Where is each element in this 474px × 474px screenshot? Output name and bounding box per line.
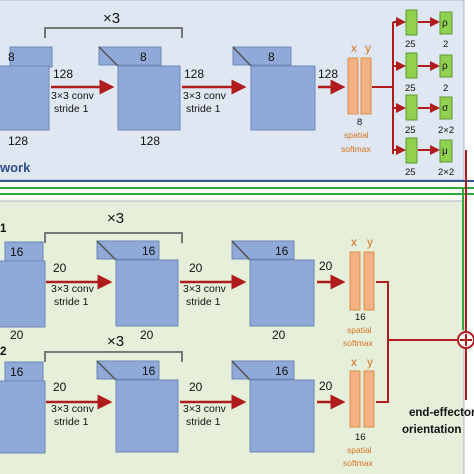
top-head-rho-2: ρ 25 2 (405, 52, 453, 94)
top-map2-bottom: 128 (140, 134, 160, 148)
b1-map3-side: 20 (319, 259, 333, 273)
top-map3-side: 128 (318, 67, 338, 81)
top-softmax-label2: softmax (341, 144, 372, 154)
b2-softmax-y: y (367, 355, 373, 369)
top-repeat-bracket (44, 27, 183, 38)
b1-map2-depth: 16 (142, 244, 156, 258)
bottom1-feature-map-2: 16 20 20 (96, 240, 203, 342)
b1-softmax-count: 16 (355, 312, 366, 323)
bottom1-spatial-softmax: x y 16 spatial softmax (343, 235, 375, 348)
head1-symbol: ρ (442, 18, 448, 29)
top-softmax-x: x (351, 41, 357, 55)
bottom2-feature-map-3: 16 20 (231, 360, 333, 453)
b2-conv2-stride: stride 1 (186, 416, 221, 428)
head3-in: 25 (405, 125, 416, 136)
b2-map2-depth: 16 (142, 364, 156, 378)
top-feature-map-3: 8 128 (232, 46, 338, 131)
top-feature-map-1: 8 128 128 (0, 46, 73, 148)
b1-to-sum-line (376, 281, 457, 341)
b1-map3-depth: 16 (275, 244, 289, 258)
top-conv2-kernel: 3×3 conv (183, 90, 227, 102)
bottom2-feature-map-2: 16 20 (96, 360, 203, 453)
top-map1-side: 128 (53, 67, 73, 81)
top-conv2-stride: stride 1 (186, 103, 221, 115)
top-map1-bottom: 128 (8, 134, 28, 148)
bottom1-feature-map-3: 16 20 20 (231, 240, 333, 342)
b1-map2-side: 20 (189, 261, 203, 275)
b1-conv1-stride: stride 1 (54, 296, 89, 308)
bottom1-repeat-label: ×3 (107, 210, 124, 227)
b1-map1-bottom: 20 (10, 328, 24, 342)
b1-conv2-stride: stride 1 (186, 296, 221, 308)
bottom2-repeat-bracket (44, 351, 183, 362)
top-softmax-y: y (365, 41, 371, 55)
top-map3-depth: 8 (268, 50, 275, 64)
b2-softmax-label1: spatial (347, 445, 372, 455)
b1-map2-bottom: 20 (140, 328, 154, 342)
head2-symbol: ρ (442, 61, 448, 72)
b2-map3-depth: 16 (275, 364, 289, 378)
top-network-label: work (0, 160, 31, 175)
head4-in: 25 (405, 167, 416, 178)
b2-softmax-count: 16 (355, 432, 366, 443)
bottom2-feature-map-1: 16 20 (0, 361, 67, 454)
b1-softmax-x: x (351, 235, 357, 249)
b1-softmax-y: y (367, 235, 373, 249)
b2-conv1-kernel: 3×3 conv (51, 403, 95, 415)
top-spatial-softmax: x y 8 spatial softmax (341, 41, 372, 154)
top-conv1-stride: stride 1 (54, 103, 89, 115)
bottom2-repeat-label: ×3 (107, 333, 124, 350)
head1-in: 25 (405, 39, 416, 50)
output-label-line2: orientation (402, 424, 461, 436)
output-label-line1: end-effector (409, 407, 474, 419)
bottom-net1-label: 1 (0, 223, 7, 235)
top-feature-map-2: 8 128 128 (98, 46, 204, 148)
b1-softmax-label1: spatial (347, 325, 372, 335)
head2-out: 2 (443, 83, 448, 94)
bottom1-repeat-bracket (44, 232, 183, 243)
b2-conv1-stride: stride 1 (54, 416, 89, 428)
top-softmax-label1: spatial (344, 130, 369, 140)
head3-out: 2×2 (438, 125, 454, 136)
top-map2-depth: 8 (140, 50, 147, 64)
b2-map1-depth: 16 (10, 365, 24, 379)
top-map2-side: 128 (184, 67, 204, 81)
head1-out: 2 (443, 39, 448, 50)
b1-conv2-kernel: 3×3 conv (183, 283, 227, 295)
b1-softmax-label2: softmax (343, 338, 374, 348)
top-conv1-kernel: 3×3 conv (51, 90, 95, 102)
b2-softmax-label2: softmax (343, 458, 374, 468)
b2-map1-side: 20 (53, 380, 67, 394)
bottom1-feature-map-1: 16 20 20 (0, 241, 67, 342)
head3-symbol: σ (442, 103, 449, 114)
top-head-mu: μ 25 2×2 (405, 137, 454, 178)
top-map1-depth: 8 (8, 50, 15, 64)
circled-plus-icon (457, 331, 474, 349)
b2-to-sum-line (376, 340, 389, 403)
top-head-rho-1: ρ 25 2 (405, 9, 453, 50)
head2-in: 25 (405, 83, 416, 94)
b1-map3-bottom: 20 (272, 328, 286, 342)
head4-out: 2×2 (438, 167, 454, 178)
b1-map1-depth: 16 (10, 245, 24, 259)
top-softmax-count: 8 (357, 117, 362, 128)
b2-conv2-kernel: 3×3 conv (183, 403, 227, 415)
b2-softmax-x: x (351, 355, 357, 369)
head4-symbol: μ (442, 146, 448, 157)
b1-conv1-kernel: 3×3 conv (51, 283, 95, 295)
top-head-sigma: σ 25 2×2 (405, 94, 454, 136)
bottom-net2-label: 2 (0, 346, 6, 358)
top-repeat-label: ×3 (103, 10, 120, 27)
b2-map3-side: 20 (319, 379, 333, 393)
b1-map1-side: 20 (53, 261, 67, 275)
bottom2-spatial-softmax: x y 16 spatial softmax (343, 355, 375, 468)
b2-map2-side: 20 (189, 380, 203, 394)
